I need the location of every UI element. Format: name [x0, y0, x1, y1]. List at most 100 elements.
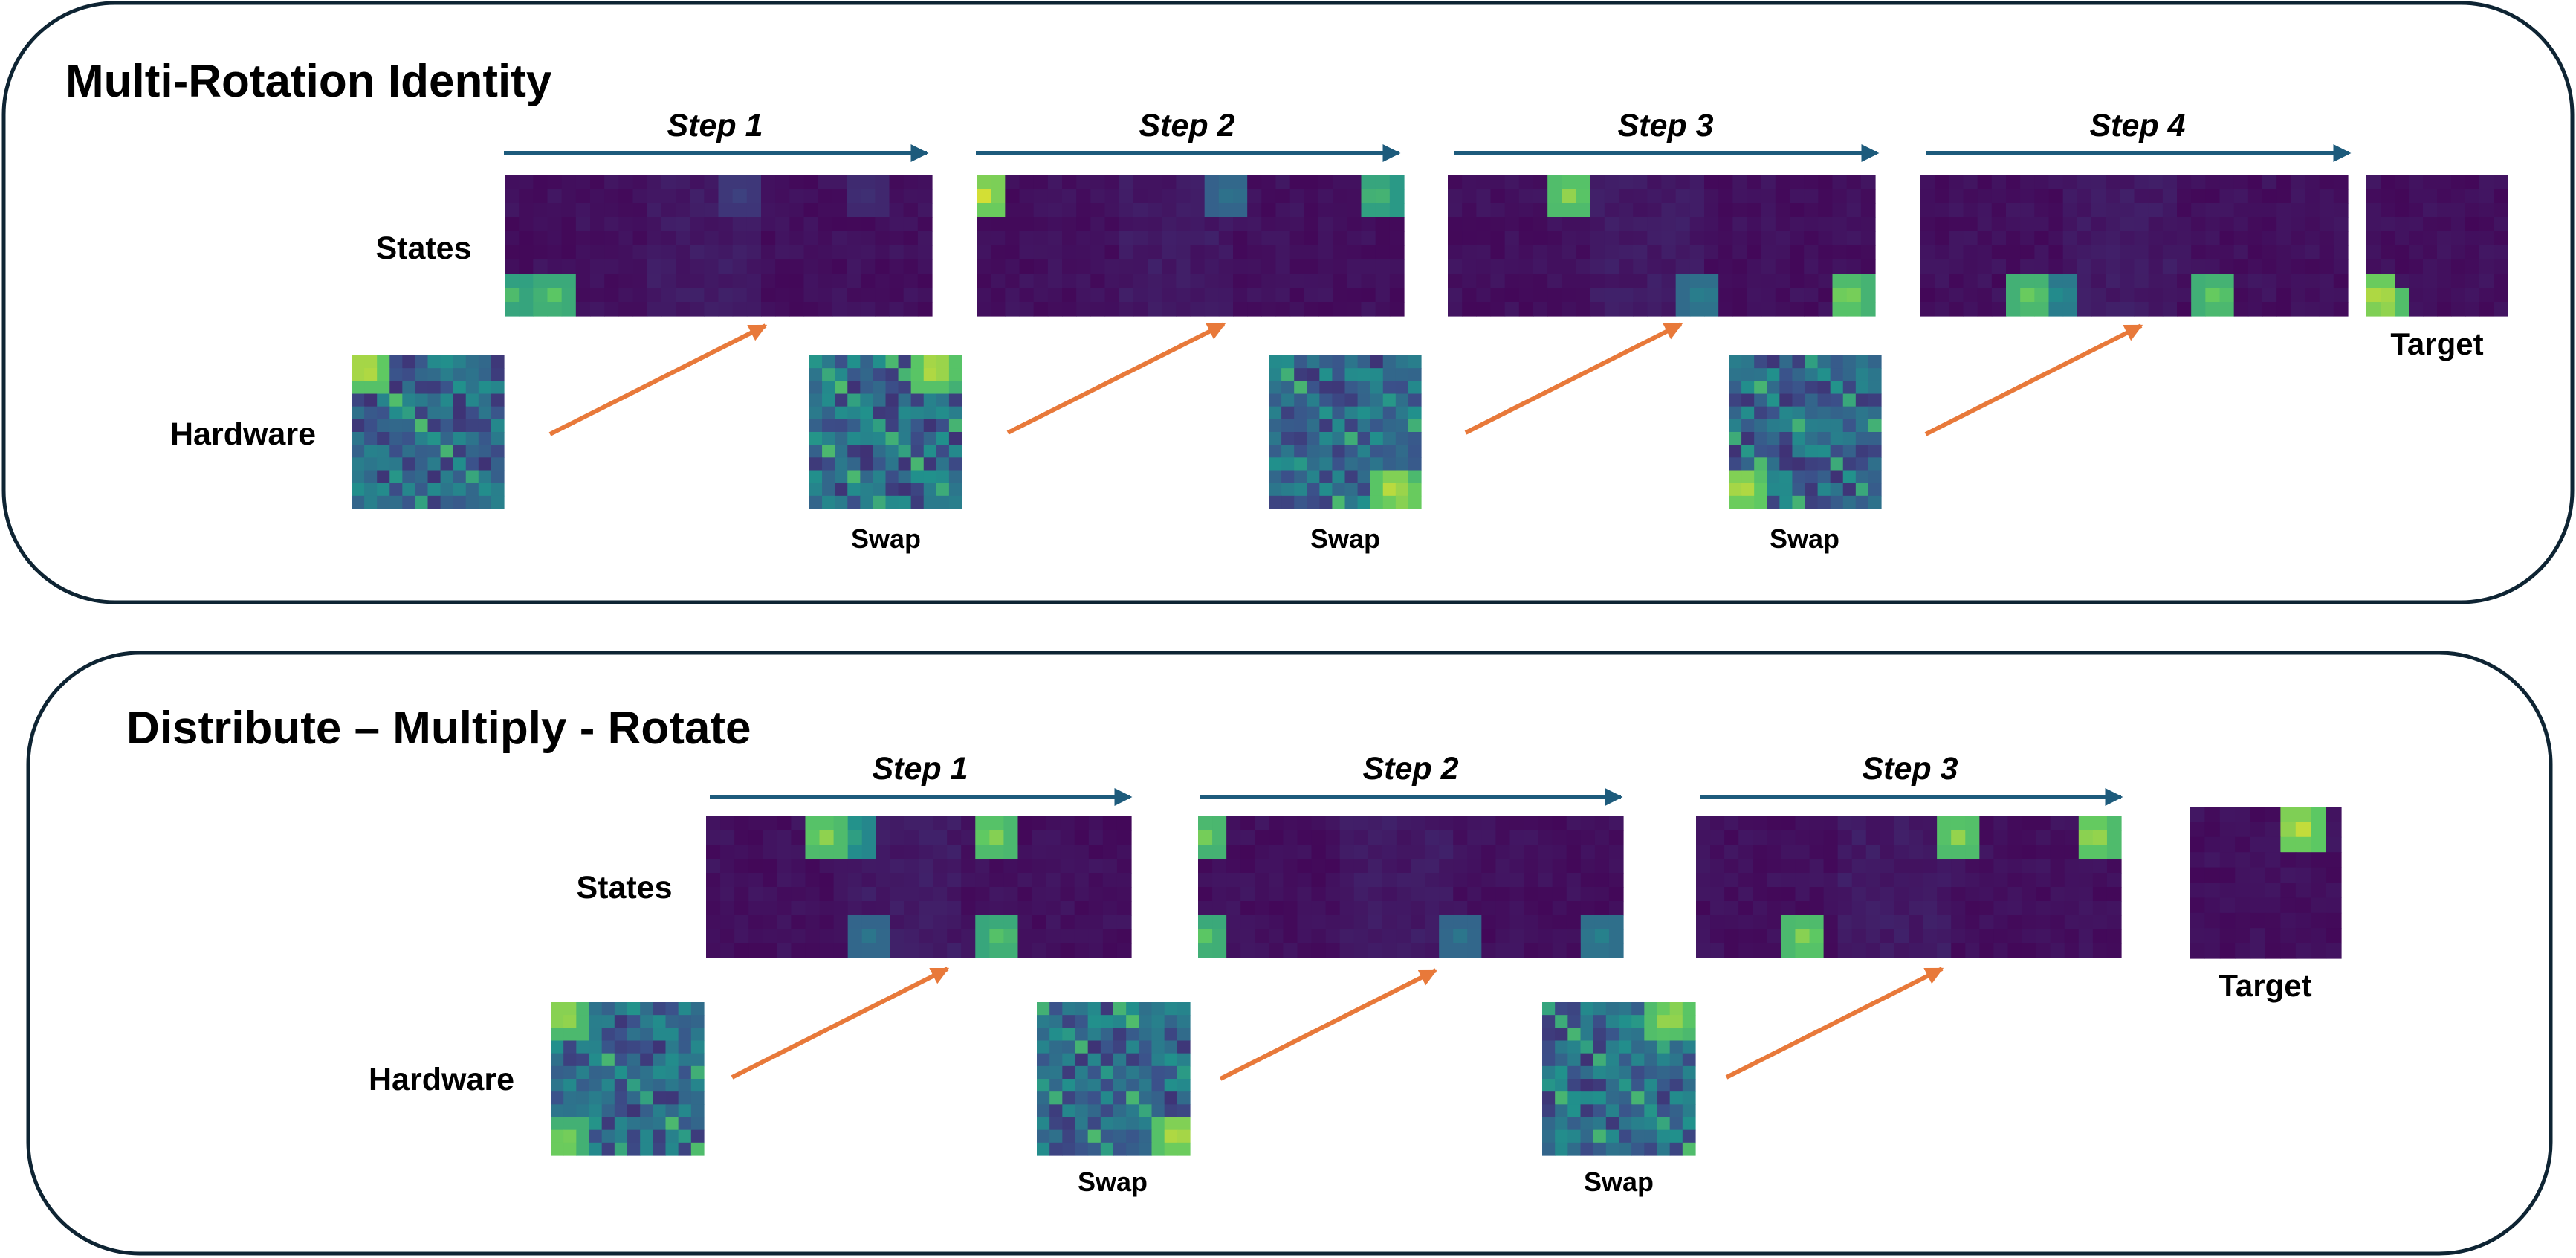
- matrix-cell: [2366, 217, 2381, 232]
- state-matrix: [977, 175, 1405, 317]
- matrix-cell: [2120, 274, 2135, 288]
- matrix-cell: [2465, 288, 2480, 303]
- matrix-cell: [936, 368, 950, 381]
- matrix-cell: [1524, 915, 1539, 930]
- matrix-cell: [1037, 1079, 1050, 1092]
- matrix-cell: [2106, 915, 2122, 930]
- matrix-cell: [847, 901, 863, 916]
- matrix-cell: [903, 288, 919, 303]
- matrix-cell: [2291, 217, 2306, 232]
- matrix-cell: [1963, 245, 1978, 260]
- matrix-cell: [1074, 901, 1090, 916]
- matrix-cell: [1689, 203, 1705, 218]
- matrix-cell: [917, 274, 933, 288]
- matrix-cell: [1100, 1117, 1114, 1131]
- matrix-cell: [1741, 368, 1755, 381]
- matrix-cell: [2034, 231, 2050, 246]
- matrix-cell: [2311, 928, 2327, 944]
- matrix-cell: [1657, 1079, 1671, 1092]
- matrix-cell: [961, 873, 976, 888]
- matrix-cell: [1604, 217, 1619, 232]
- matrix-cell: [1935, 259, 1949, 274]
- matrix-cell: [1775, 203, 1790, 218]
- matrix-cell: [1552, 873, 1567, 888]
- matrix-cell: [1439, 901, 1454, 916]
- matrix-cell: [898, 495, 912, 509]
- matrix-cell: [1894, 944, 1909, 958]
- matrix-cell: [818, 259, 833, 274]
- matrix-cell: [1283, 816, 1298, 831]
- matrix-cell: [961, 929, 976, 944]
- matrix-cell: [1176, 288, 1191, 303]
- matrix-cell: [777, 873, 792, 888]
- matrix-cell: [1604, 274, 1619, 288]
- matrix-cell: [1307, 495, 1320, 509]
- matrix-cell: [1818, 245, 1834, 260]
- matrix-cell: [720, 887, 735, 902]
- matrix-cell: [1481, 859, 1496, 874]
- matrix-cell: [1669, 1142, 1683, 1156]
- matrix-cell: [1779, 381, 1793, 395]
- matrix-cell: [1294, 355, 1307, 369]
- matrix-cell: [551, 1091, 564, 1105]
- matrix-cell: [1062, 189, 1077, 204]
- matrix-cell: [1269, 901, 1284, 916]
- target-group: Target: [2366, 175, 2508, 361]
- matrix-cell: [2177, 203, 2192, 218]
- matrix-cell: [1538, 901, 1553, 916]
- step-label: Step 1: [667, 108, 763, 143]
- matrix-cell: [1657, 1142, 1671, 1156]
- matrix-cell: [923, 368, 937, 381]
- matrix-cell: [627, 1028, 641, 1042]
- matrix-cell: [1046, 830, 1061, 845]
- matrix-cell: [1087, 1104, 1101, 1118]
- matrix-cell: [1074, 915, 1090, 930]
- matrix-cell: [1005, 217, 1020, 232]
- matrix-cell: [2190, 852, 2205, 868]
- matrix-cell: [1439, 944, 1454, 958]
- matrix-cell: [948, 381, 962, 395]
- matrix-cell: [440, 495, 454, 509]
- matrix-cell: [1580, 901, 1596, 916]
- matrix-cell: [917, 288, 933, 303]
- matrix-cell: [1542, 1028, 1556, 1042]
- matrix-cell: [1790, 217, 1805, 232]
- matrix-cell: [1126, 1117, 1139, 1131]
- matrix-cell: [1580, 1015, 1594, 1028]
- transfer-arrow: [548, 323, 768, 436]
- matrix-cell: [1283, 887, 1298, 902]
- matrix-cell: [589, 1040, 603, 1054]
- matrix-cell: [890, 915, 905, 930]
- matrix-cell: [2305, 203, 2320, 218]
- matrix-cell: [1411, 929, 1425, 944]
- matrix-cell: [789, 288, 805, 303]
- matrix-cell: [2494, 189, 2508, 204]
- matrix-cell: [746, 302, 762, 317]
- matrix-cell: [632, 245, 648, 260]
- matrix-cell: [2190, 928, 2205, 944]
- matrix-cell: [1644, 1015, 1658, 1028]
- matrix-cell: [1923, 845, 1938, 859]
- matrix-cell: [1696, 873, 1711, 888]
- matrix-cell: [1619, 288, 1634, 303]
- matrix-cell: [1809, 845, 1825, 859]
- matrix-cell: [2333, 189, 2349, 204]
- matrix-cell: [1633, 245, 1648, 260]
- matrix-cell: [1935, 231, 1949, 246]
- matrix-cell: [1133, 175, 1148, 190]
- matrix-cell: [761, 231, 776, 246]
- matrix-cell: [1226, 901, 1241, 916]
- matrix-cell: [1533, 274, 1548, 288]
- matrix-cell: [910, 355, 925, 369]
- matrix-cell: [2262, 288, 2277, 303]
- matrix-cell: [1604, 189, 1619, 204]
- matrix-cell: [2291, 175, 2306, 190]
- matrix-cell: [1075, 1015, 1089, 1028]
- matrix-cell: [1382, 445, 1397, 458]
- matrix-cell: [1832, 259, 1848, 274]
- matrix-cell: [2062, 288, 2078, 303]
- matrix-cell: [1233, 302, 1248, 317]
- matrix-cell: [1566, 915, 1582, 930]
- matrix-cell: [1909, 859, 1923, 874]
- matrix-cell: [1307, 419, 1320, 433]
